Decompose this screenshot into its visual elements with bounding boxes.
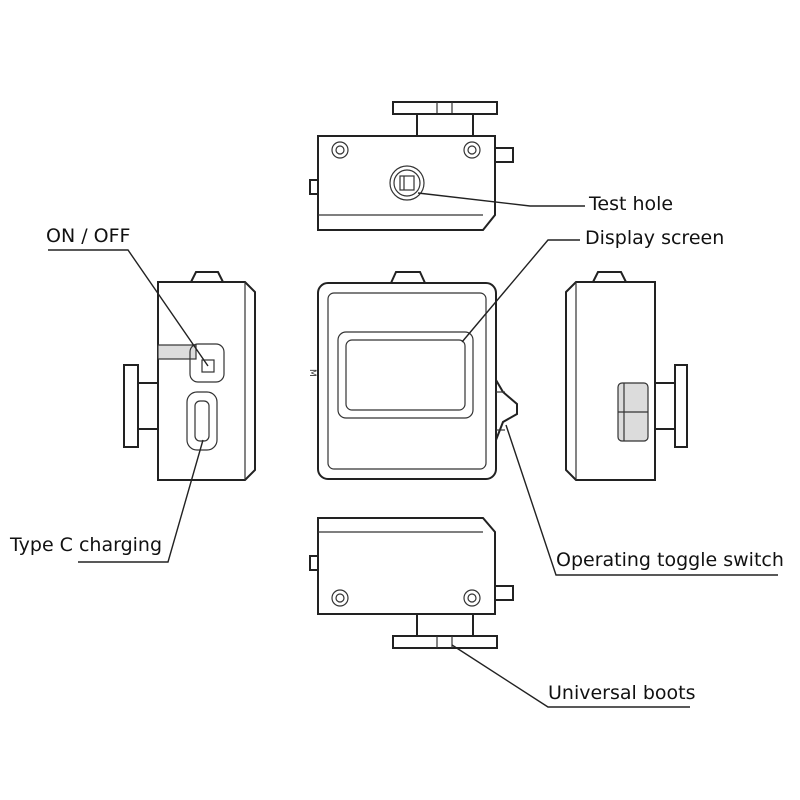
bottom-body [317,517,496,615]
screw-icon [463,141,481,159]
label-type-c-charging: Type C charging [9,534,162,556]
screw-icon [463,589,481,607]
bottom-boot-stem [416,613,474,637]
top-body [317,135,496,231]
label-display-screen: Display screen [585,227,724,249]
label-test-hole: Test hole [588,193,673,215]
screw-icon [331,141,349,159]
top-boot-plate [392,101,498,115]
grip-pad [617,382,649,442]
bottom-boot-plate [392,635,498,649]
top-boot-stem [416,113,474,137]
top-view [309,101,514,231]
right-boot-plate [674,364,688,448]
display-screen [337,331,474,419]
right-body [565,281,656,481]
left-boot-stem [137,382,159,430]
front-body [317,282,497,480]
right-view [565,271,688,481]
test-hole [389,165,425,201]
screw-icon [331,589,349,607]
label-on-off: ON / OFF [46,225,130,247]
label-operating-toggle-switch: Operating toggle switch [556,549,784,571]
left-view [123,271,256,481]
bottom-view [309,517,514,649]
leader-lines [48,192,778,708]
front-view: M [307,271,518,480]
mark-m: M [307,369,317,377]
right-boot-stem [654,382,676,430]
right-top-knob [591,271,628,283]
left-boot-plate [123,364,139,448]
front-top-knob [389,271,427,284]
left-top-knob [189,271,225,283]
toggle-switch [495,376,518,441]
on-off-switch [189,343,225,383]
label-universal-boots: Universal boots [548,682,696,704]
